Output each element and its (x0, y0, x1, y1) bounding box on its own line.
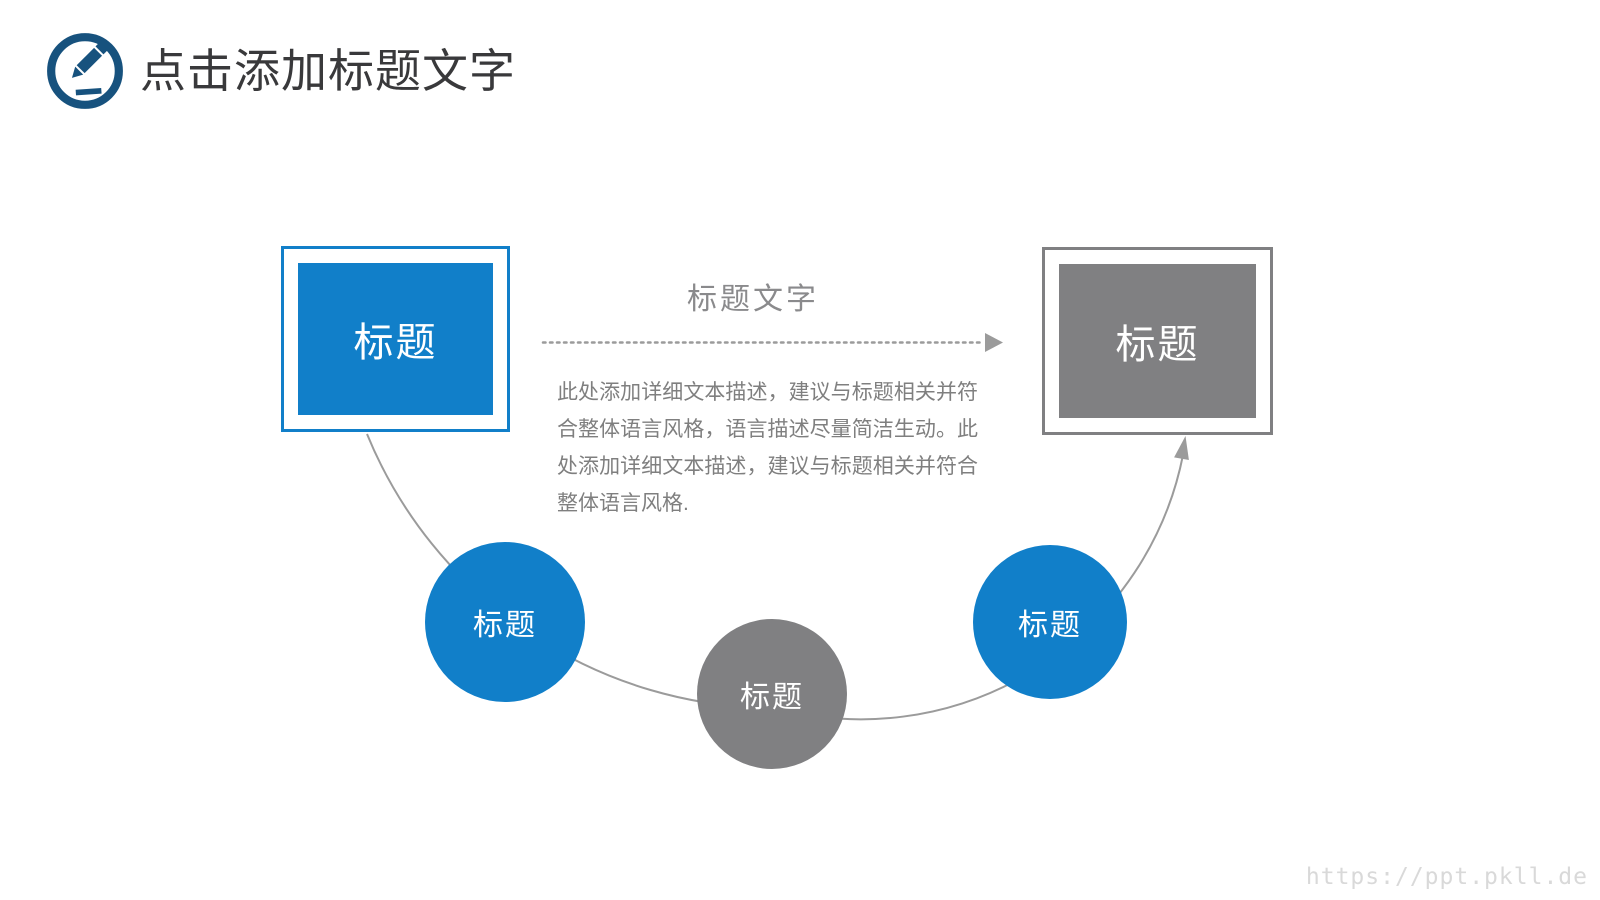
watermark-url: https://ppt.pkll.de (1305, 864, 1588, 890)
dotted-connector-arrowhead-icon (985, 333, 1003, 352)
pencil-edit-icon (47, 33, 123, 109)
step-circle-3-label: 标题 (1018, 609, 1082, 642)
step-circle-2[interactable]: 标题 (697, 619, 847, 769)
step-circle-1-label: 标题 (473, 609, 537, 642)
step-circle-1[interactable]: 标题 (425, 542, 585, 702)
arc-arrowhead-up-icon (1174, 436, 1189, 460)
description-text[interactable]: 此处添加详细文本描述，建议与标题相关并符合整体语言风格，语言描述尽量简洁生动。此… (557, 381, 978, 515)
start-box[interactable]: 标题 (281, 246, 510, 432)
step-circle-2-label: 标题 (740, 681, 804, 714)
page-title[interactable]: 点击添加标题文字 (140, 45, 516, 97)
slide-header: 点击添加标题文字 (44, 30, 516, 112)
end-box-label: 标题 (1059, 264, 1256, 418)
connector-label[interactable]: 标题文字 (687, 283, 819, 316)
start-box-label: 标题 (298, 263, 493, 415)
end-box[interactable]: 标题 (1042, 247, 1273, 435)
step-circle-3[interactable]: 标题 (973, 545, 1127, 699)
